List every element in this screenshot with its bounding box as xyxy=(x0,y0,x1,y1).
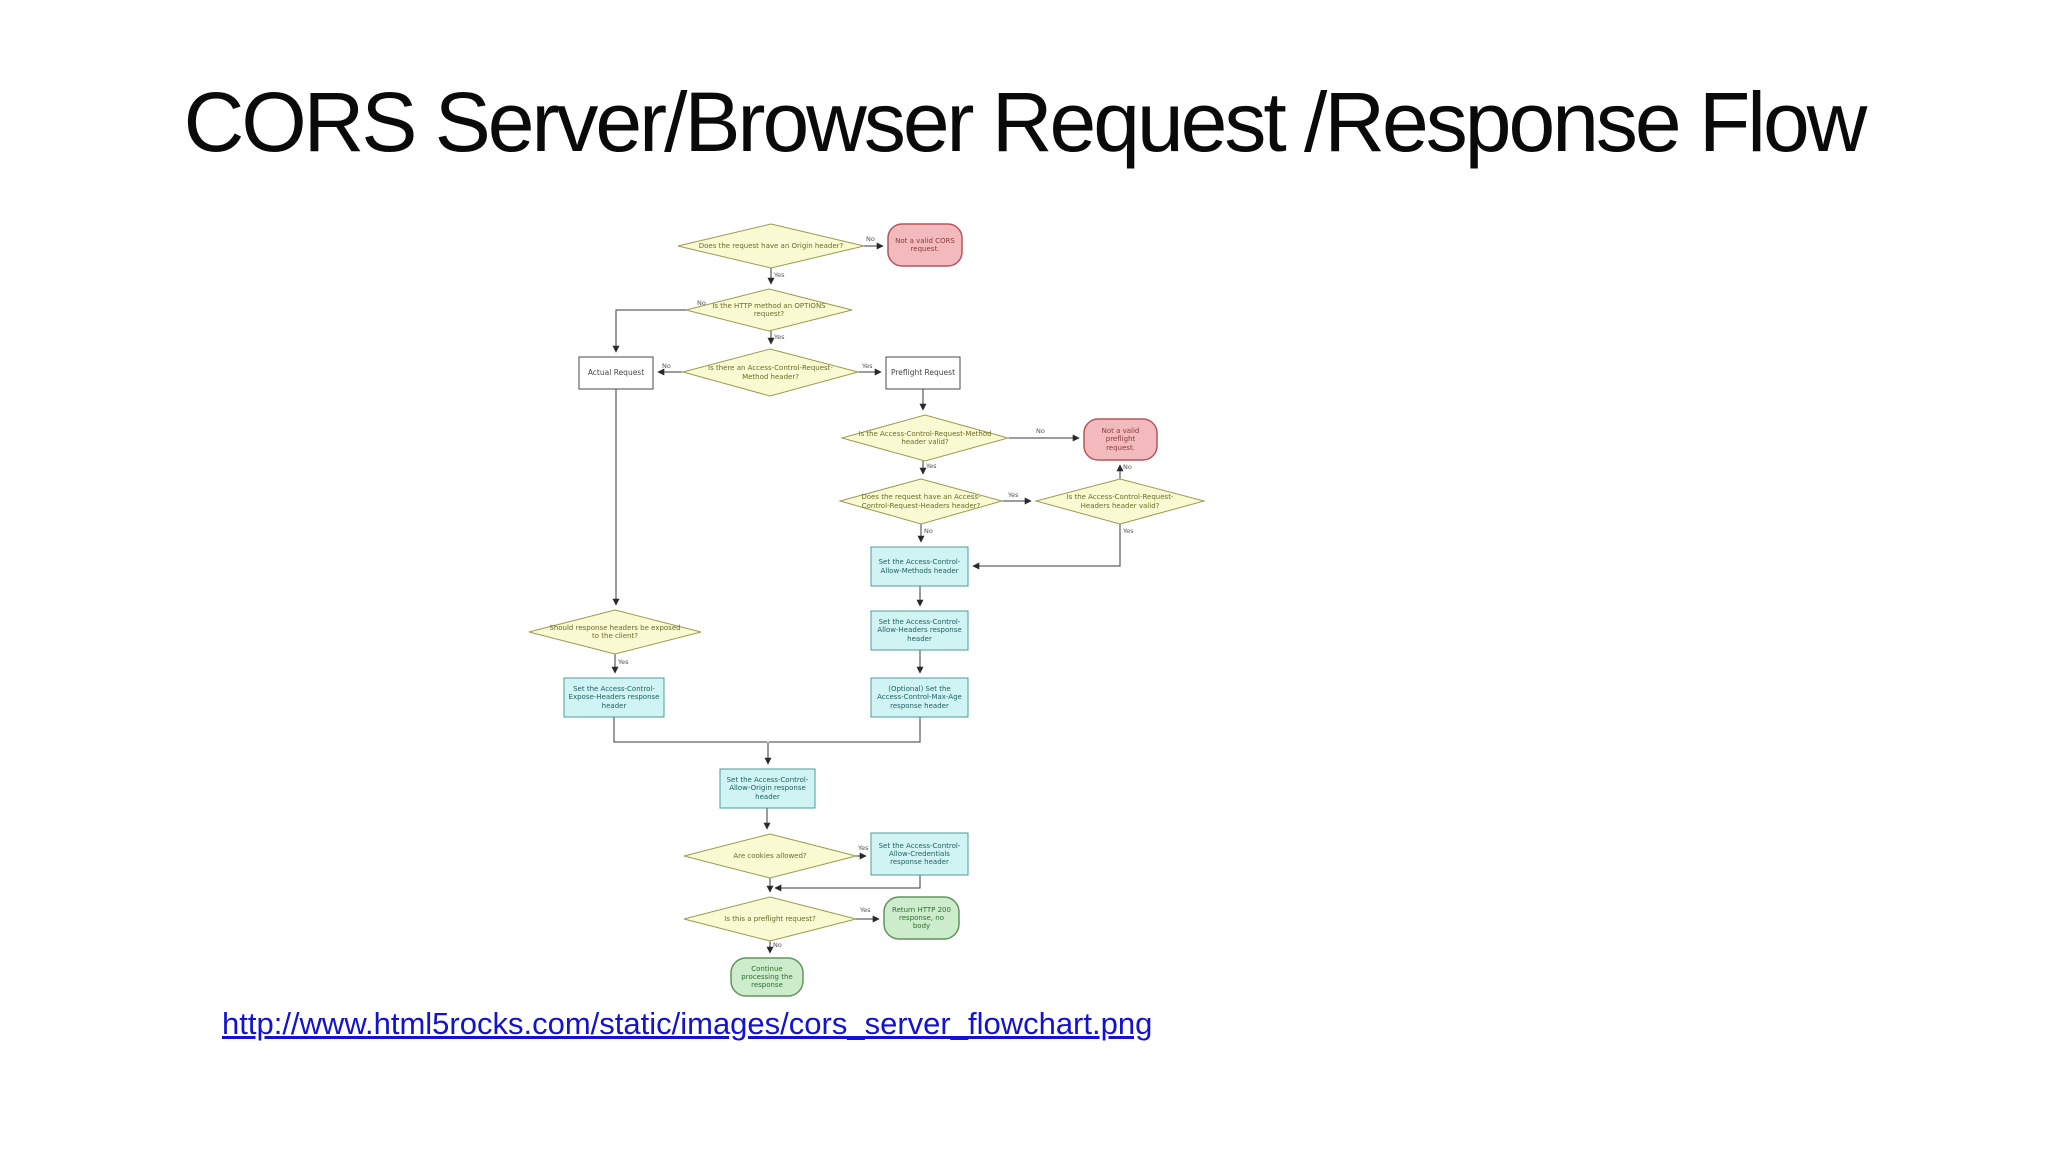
edge-label-headersvalid-yes: Yes xyxy=(1123,527,1134,535)
edge-label-headersvalid-no: No xyxy=(1123,463,1132,471)
node-allow-credentials: Set the Access-Control-Allow-Credentials… xyxy=(878,841,961,867)
edge-merge-left xyxy=(613,717,767,743)
edge-label-methodvalid-no: No xyxy=(1036,427,1045,435)
shape-expose-headers-decision xyxy=(528,609,702,655)
shape-max-age-box xyxy=(870,677,969,718)
shape-preflight-decision xyxy=(683,896,857,942)
shape-allow-methods-box xyxy=(870,546,969,587)
node-not-valid-cors: Not a valid CORS request. xyxy=(895,236,955,253)
edge-label-origin-no: No xyxy=(866,235,875,243)
shape-options-method-decision xyxy=(685,288,853,332)
node-allow-origin: Set the Access-Control-Allow-Origin resp… xyxy=(726,776,809,801)
edge-label-cookies-yes: Yes xyxy=(858,844,869,852)
node-continue-processing: Continue processing the response xyxy=(741,964,793,990)
node-request-method-header-question: Is there an Access-Control-Request-Metho… xyxy=(708,364,833,381)
shape-not-valid-cors xyxy=(887,223,963,267)
node-request-headers-header-question: Does the request have an Access-Control-… xyxy=(861,493,981,510)
node-max-age: (Optional) Set the Access-Control-Max-Ag… xyxy=(877,685,962,710)
node-request-headers-valid-question: Is the Access-Control-Request-Headers he… xyxy=(1066,493,1174,510)
edge-credentials-join xyxy=(774,875,921,892)
shape-http-200 xyxy=(883,896,960,940)
node-preflight-request: Preflight Request xyxy=(890,367,956,377)
shape-cookies-decision xyxy=(683,833,857,879)
shape-origin-header-decision xyxy=(677,223,865,269)
node-expose-headers-question: Should response headers be exposed to th… xyxy=(549,623,681,640)
edge-merge-right xyxy=(769,717,921,743)
node-request-method-valid-question: Is the Access-Control-Request-Method hea… xyxy=(858,429,992,446)
shape-continue-processing xyxy=(730,957,804,997)
shape-allow-headers-box xyxy=(870,610,969,651)
shape-request-headers-header-decision xyxy=(838,478,1004,525)
edge-options-no xyxy=(612,309,689,353)
shape-request-headers-valid-decision xyxy=(1034,478,1206,525)
edge-label-reqmethod-no: No xyxy=(662,362,671,370)
page-title: CORS Server/Browser Request /Response Fl… xyxy=(183,75,1868,169)
node-actual-request: Actual Request xyxy=(587,367,645,377)
shape-preflight-request-box xyxy=(885,356,961,390)
source-link[interactable]: http://www.html5rocks.com/static/images/… xyxy=(222,1006,1153,1041)
edge-label-origin-yes: Yes xyxy=(774,271,785,279)
shape-allow-credentials-box xyxy=(870,832,969,876)
shape-not-valid-preflight xyxy=(1083,418,1158,461)
shape-allow-origin-box xyxy=(719,768,816,809)
node-cookies-question: Are cookies allowed? xyxy=(733,851,807,860)
edge-label-preflightq-no: No xyxy=(773,941,782,949)
node-preflight-question: Is this a preflight request? xyxy=(724,914,816,923)
edge-headersvalid-yes xyxy=(972,524,1121,570)
edge-label-reqmethod-yes: Yes xyxy=(862,362,873,370)
edge-label-options-yes: Yes xyxy=(774,333,785,341)
node-expose-headers: Set the Access-Control-Expose-Headers re… xyxy=(568,685,660,710)
edge-label-preflightq-yes: Yes xyxy=(860,906,871,914)
node-allow-headers: Set the Access-Control-Allow-Headers res… xyxy=(877,618,962,643)
edge-label-reqheaders-yes: Yes xyxy=(1008,491,1019,499)
shape-request-method-header-decision xyxy=(681,348,860,397)
shape-request-method-valid-decision xyxy=(840,414,1010,462)
edge-label-reqheaders-no: No xyxy=(924,527,933,535)
shape-actual-request-box xyxy=(578,356,654,390)
edge-label-methodvalid-yes: Yes xyxy=(926,462,937,470)
edge-label-options-no: No xyxy=(697,299,706,307)
edge-label-expose-yes: Yes xyxy=(618,658,629,666)
node-not-valid-preflight: Not a valid preflight request. xyxy=(1101,427,1140,452)
node-origin-header-question: Does the request have an Origin header? xyxy=(698,241,844,250)
node-http-200: Return HTTP 200 response, no body xyxy=(892,905,951,931)
shape-expose-headers-box xyxy=(563,677,665,718)
node-options-method-question: Is the HTTP method an OPTIONS request? xyxy=(712,301,826,318)
node-allow-methods: Set the Access-Control-Allow-Methods hea… xyxy=(878,558,961,575)
